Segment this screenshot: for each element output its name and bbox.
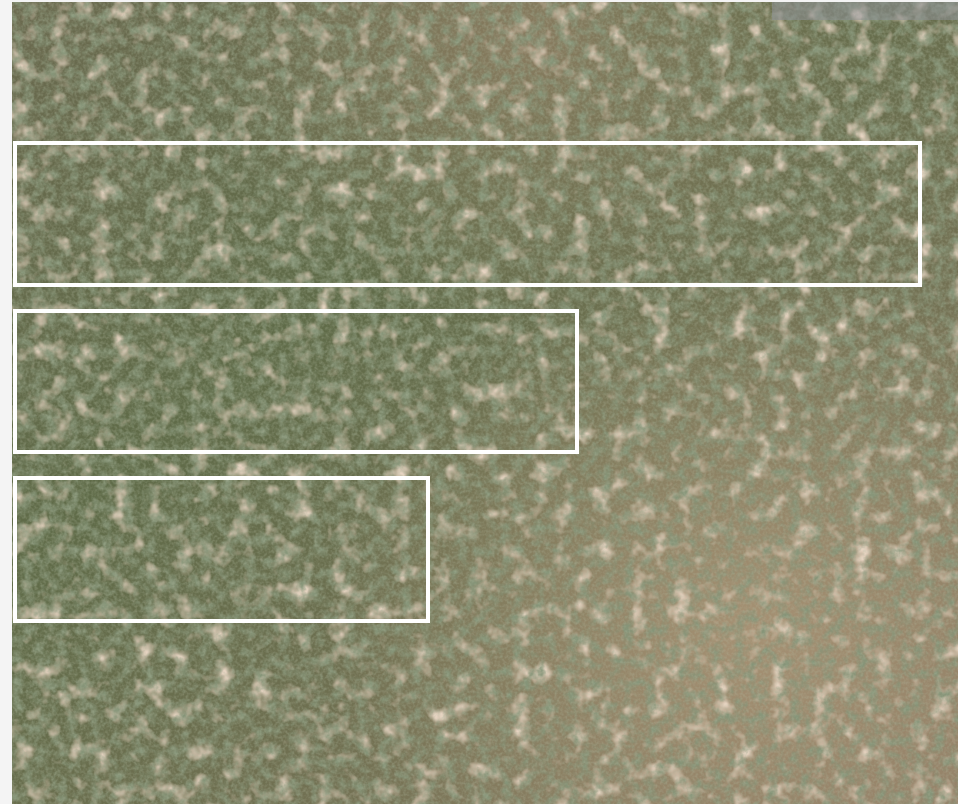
grain-texture xyxy=(12,2,958,804)
aerial-shrubland-photo xyxy=(12,2,958,804)
highlight-box-3 xyxy=(13,476,430,623)
highlight-box-2 xyxy=(13,309,579,454)
highlight-box-1 xyxy=(13,141,922,287)
rocky-strip xyxy=(772,2,958,20)
